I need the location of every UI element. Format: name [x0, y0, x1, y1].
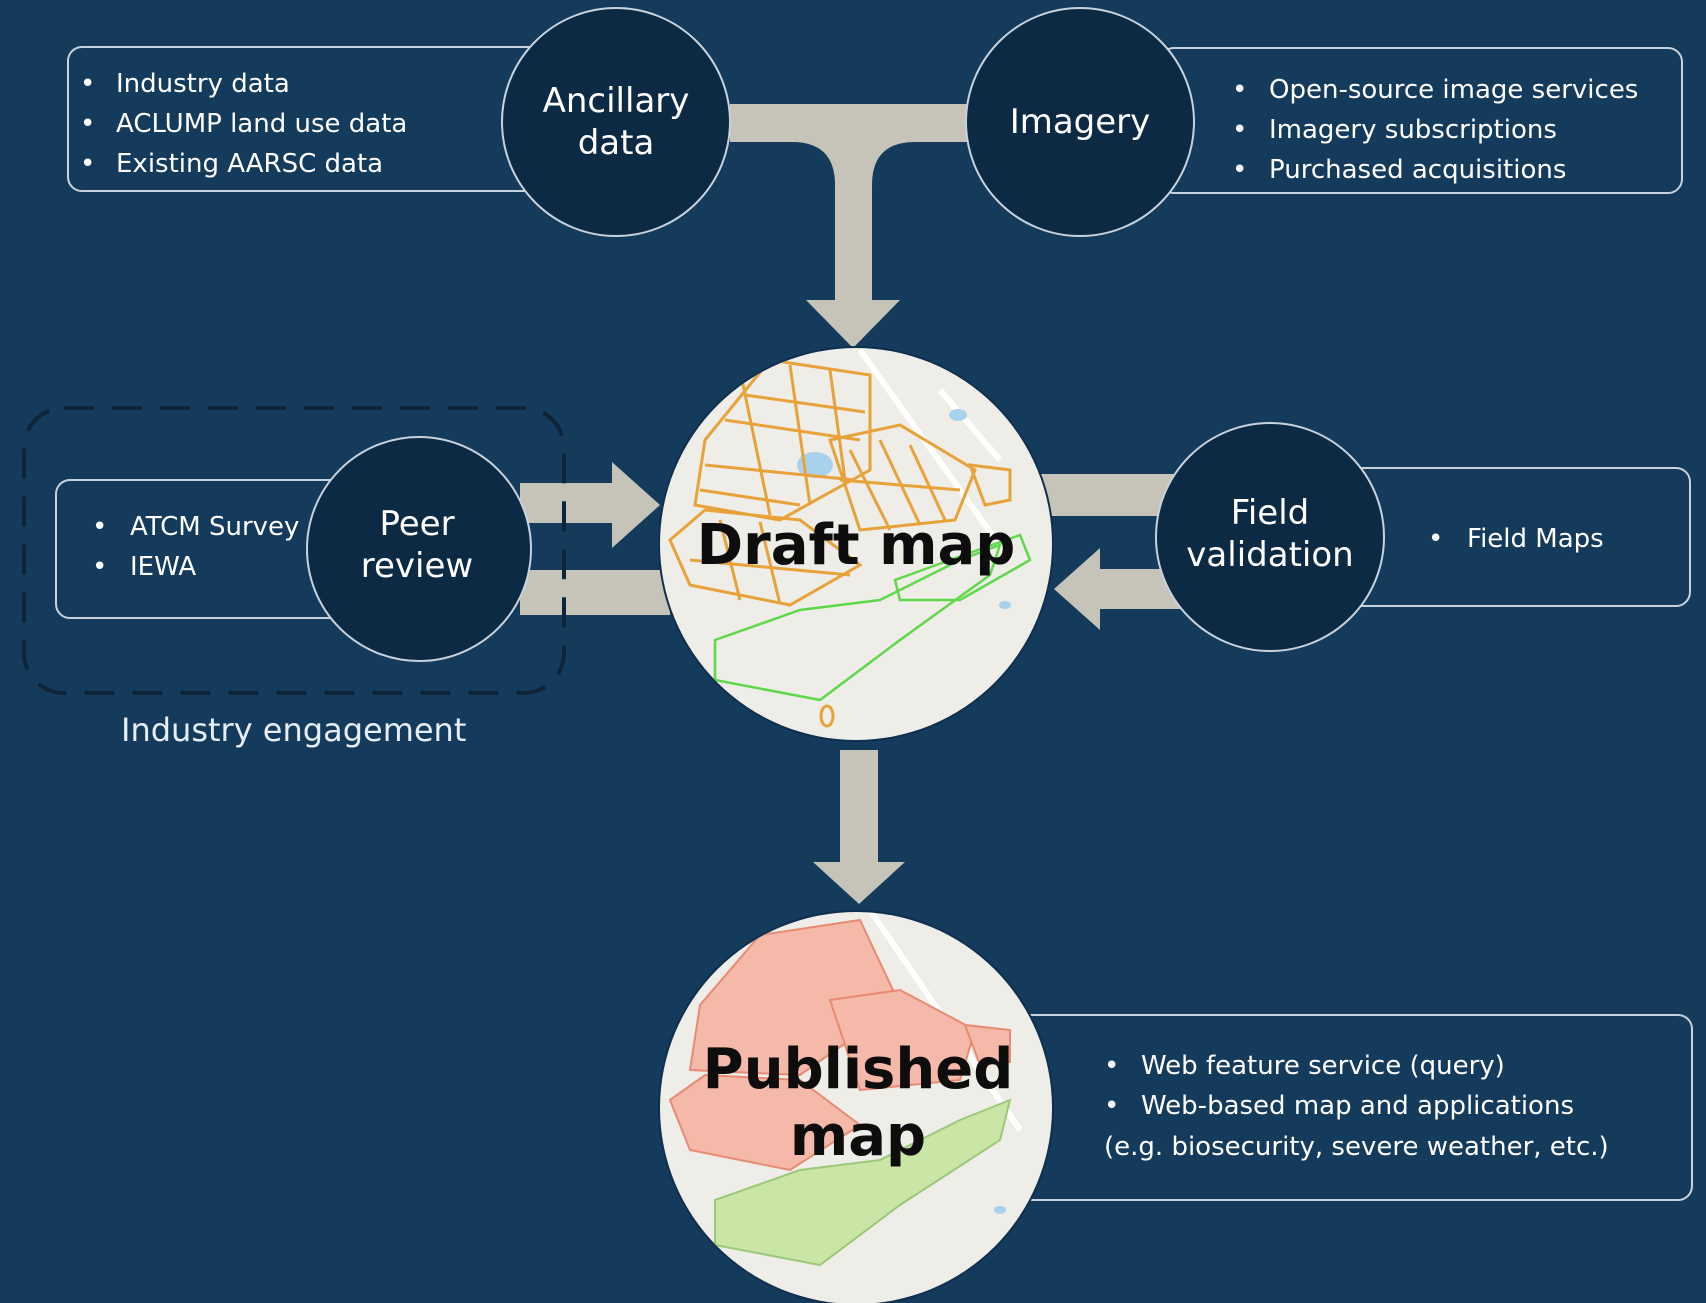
arrow-draft-to-published-shaft: [840, 750, 878, 864]
ancillary-item: ACLUMP land use data: [116, 109, 407, 139]
svg-text:review: review: [361, 546, 473, 586]
ancillary-box: • Industry data • ACLUMP land use data •…: [67, 46, 589, 192]
arrow-field-to-draft-head: [1054, 548, 1100, 630]
svg-text:•: •: [80, 69, 95, 99]
svg-text:Ancillary: Ancillary: [543, 81, 690, 121]
svg-text:•: •: [1428, 524, 1443, 554]
peer-review-item: IEWA: [130, 552, 196, 582]
field-validation-node: Field validation: [1155, 422, 1385, 652]
connector-draft-to-peer: [520, 570, 670, 615]
peer-review-item: ATCM Survey: [130, 512, 299, 542]
svg-text:•: •: [1104, 1051, 1119, 1081]
svg-text:Peer: Peer: [379, 504, 454, 544]
draft-map-node: Draft map: [658, 346, 1054, 742]
ancillary-item: Industry data: [116, 69, 290, 99]
svg-text:data: data: [578, 123, 655, 163]
draft-map-image: [660, 348, 1052, 740]
imagery-item: Imagery subscriptions: [1269, 115, 1557, 145]
industry-engagement-group: Industry engagement: [22, 406, 566, 749]
svg-text:validation: validation: [1186, 535, 1353, 575]
published-map-image: [660, 912, 1052, 1303]
svg-text:•: •: [92, 512, 107, 542]
svg-text:•: •: [1232, 155, 1247, 185]
svg-text:Imagery: Imagery: [1010, 102, 1151, 142]
svg-text:•: •: [1232, 115, 1247, 145]
published-map-label-line1: Published: [703, 1037, 1014, 1102]
svg-text:•: •: [1232, 75, 1247, 105]
svg-text:Field: Field: [1231, 493, 1309, 533]
svg-text:•: •: [1104, 1091, 1119, 1121]
published-box: • Web feature service (query) • Web-base…: [999, 1014, 1693, 1201]
published-item: Web-based map and applications: [1141, 1091, 1574, 1121]
ancillary-item: Existing AARSC data: [116, 149, 383, 179]
published-map-node: Published map: [658, 910, 1054, 1303]
published-map-label-line2: map: [790, 1104, 926, 1169]
imagery-item: Purchased acquisitions: [1269, 155, 1566, 185]
group-label: Industry engagement: [121, 711, 466, 749]
imagery-box: • Open-source image services • Imagery s…: [1159, 47, 1683, 194]
field-item: Field Maps: [1467, 524, 1604, 554]
ancillary-data-node: Ancillary data: [501, 7, 731, 237]
imagery-node: Imagery: [965, 7, 1195, 237]
field-box: • Field Maps: [1249, 467, 1691, 607]
arrow-draft-to-published-head: [813, 862, 905, 904]
arrow-peer-to-draft-head: [612, 462, 660, 548]
peer-review-box: • ATCM Survey • IEWA: [55, 479, 357, 619]
draft-map-label: Draft map: [697, 513, 1016, 578]
merge-connector: [730, 104, 970, 312]
svg-text:•: •: [80, 109, 95, 139]
imagery-item: Open-source image services: [1269, 75, 1638, 105]
svg-text:•: •: [92, 552, 107, 582]
svg-text:•: •: [80, 149, 95, 179]
published-item: Web feature service (query): [1141, 1051, 1505, 1081]
arrow-to-draft-map: [806, 300, 900, 348]
peer-review-node: Peer review: [306, 436, 532, 662]
published-note: (e.g. biosecurity, severe weather, etc.): [1104, 1132, 1609, 1162]
